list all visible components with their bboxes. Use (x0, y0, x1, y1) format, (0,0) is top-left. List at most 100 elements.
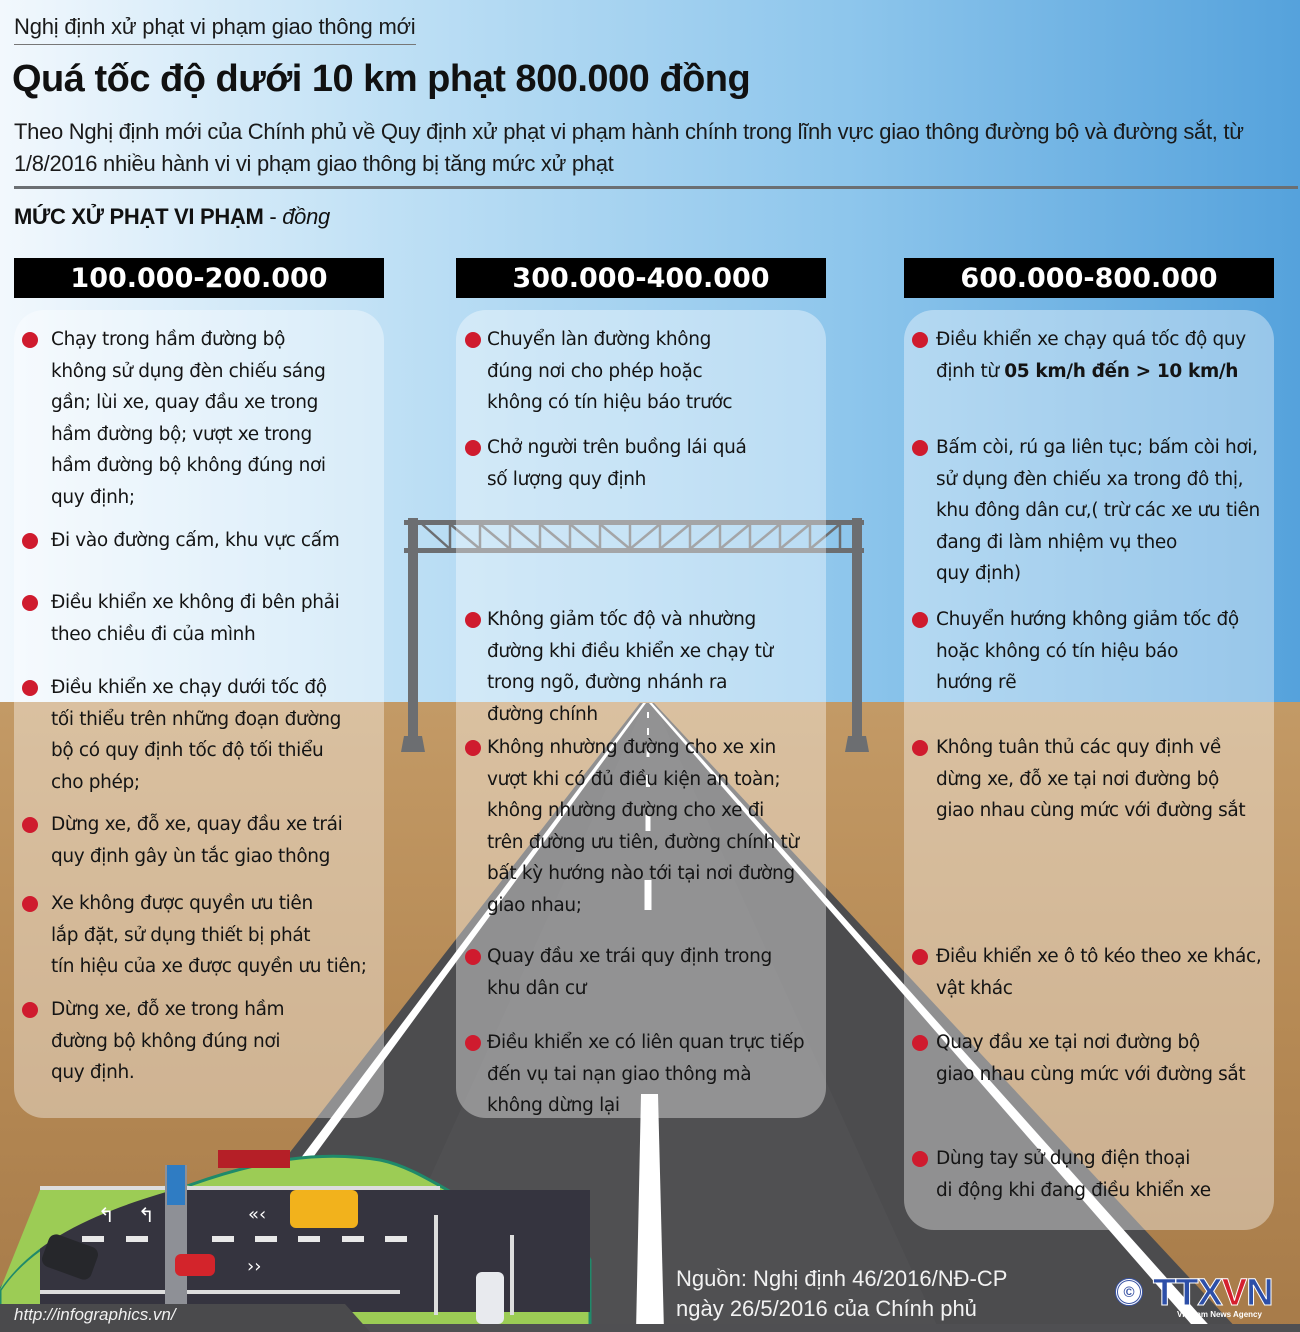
item-line: gần; lùi xe, quay đầu xe trong (51, 392, 319, 413)
violation-item: Dừng xe, đỗ xe trong hầm đường bộ không … (51, 994, 285, 1089)
violation-item: Xe không được quyền ưu tiên lắp đặt, sử … (51, 888, 367, 983)
item-line: đến vụ tai nạn giao thông mà (487, 1063, 752, 1085)
red-dot-icon (912, 612, 928, 628)
item-line: đường bộ không đúng nơi (51, 1030, 281, 1052)
item-line: Quay đầu xe trái quy định trong (487, 946, 772, 967)
red-dot-icon (912, 332, 928, 348)
violation-item: Điều khiển xe chạy quá tốc độ quy định t… (936, 324, 1246, 387)
logo-text-n: N (1246, 1272, 1274, 1315)
item-line: bộ có quy định tốc độ tối thiểu (51, 740, 324, 761)
item-line: không nhường đường cho xe đi (487, 800, 764, 821)
svg-text:››: ›› (247, 1256, 261, 1277)
red-dot-icon (465, 612, 481, 628)
item-line: hướng rẽ (936, 672, 1017, 693)
item-line: trong ngõ, đường nhánh ra (487, 672, 728, 693)
violation-item: Không giảm tốc độ và nhường đường khi đi… (487, 604, 773, 730)
red-dot-icon (22, 1002, 38, 1018)
item-line: lắp đặt, sử dụng thiết bị phát (51, 924, 311, 946)
item-line: Bấm còi, rú ga liên tục; bấm còi hơi, (936, 437, 1258, 458)
source-line-1: Nguồn: Nghị định 46/2016/NĐ-CP (676, 1266, 1008, 1291)
item-line: không dừng lại (487, 1095, 620, 1116)
item-line: giao nhau cùng mức với đường sắt (936, 1063, 1246, 1085)
red-dot-icon (22, 680, 38, 696)
item-line: bất kỳ hướng nào tới tại nơi đường (487, 863, 795, 884)
red-dot-icon (465, 332, 481, 348)
section-label-dash: - (269, 204, 283, 229)
red-dot-icon (22, 817, 38, 833)
item-line: dừng xe, đỗ xe tại nơi đường bộ (936, 768, 1219, 790)
center-lane-dashes (636, 712, 664, 1332)
red-dot-icon (22, 332, 38, 348)
item-line: sử dụng đèn chiếu xa trong đô thị, (936, 468, 1244, 490)
tier-header-2: 300.000-400.000 (456, 258, 826, 298)
logo-text-ttx: TTX (1153, 1272, 1224, 1315)
tier-card-2 (456, 310, 826, 1118)
red-dot-icon (912, 440, 928, 456)
red-dot-icon (465, 440, 481, 456)
item-line: đường khi điều khiển xe chạy từ (487, 640, 773, 662)
item-line: di động khi đang điều khiển xe (936, 1179, 1211, 1201)
violation-item: Không tuân thủ các quy định về dừng xe, … (936, 732, 1246, 827)
tier-header-1: 100.000-200.000 (14, 258, 384, 298)
violation-item: Bấm còi, rú ga liên tục; bấm còi hơi, sử… (936, 432, 1260, 590)
section-label-title: MỨC XỬ PHẠT VI PHẠM (14, 204, 264, 229)
svg-text:«‹: «‹ (248, 1204, 266, 1225)
overhead-gantry (401, 518, 869, 752)
item-line: Dừng xe, đỗ xe, quay đầu xe trái (51, 814, 343, 835)
item-line: quy định. (51, 1062, 135, 1083)
item-line: Xe không được quyền ưu tiên (51, 893, 313, 914)
item-line: Đi vào đường cấm, khu vực cấm (51, 530, 340, 551)
item-line: Không nhường đường cho xe xin (487, 737, 776, 758)
source-line-2: ngày 26/5/2016 của Chính phủ (676, 1296, 977, 1321)
red-dot-icon (22, 595, 38, 611)
logo-text-v: V (1221, 1272, 1247, 1315)
violation-item: Quay đầu xe tại nơi đường bộ giao nhau c… (936, 1027, 1246, 1090)
item-line: đang đi làm nhiệm vụ theo (936, 531, 1177, 553)
violation-item: Chở người trên buồng lái quá số lượng qu… (487, 432, 747, 495)
svg-text:↰: ↰ (98, 1203, 115, 1227)
tier-header-3: 600.000-800.000 (904, 258, 1274, 298)
item-line: quy định gây ùn tắc giao thông (51, 845, 331, 867)
red-dot-icon (465, 1035, 481, 1051)
red-dot-icon (912, 949, 928, 965)
page-title: Quá tốc độ dưới 10 km phạt 800.000 đồng (12, 58, 751, 100)
item-line: tín hiệu của xe được quyền ưu tiên; (51, 956, 367, 977)
item-line: Không tuân thủ các quy định về (936, 737, 1221, 758)
street-illustration: «‹ ›› ↰ ↰ (0, 1150, 592, 1332)
red-dot-icon (22, 533, 38, 549)
item-line: số lượng quy định (487, 468, 647, 490)
source-citation: Nguồn: Nghị định 46/2016/NĐ-CP ngày 26/5… (676, 1264, 1007, 1324)
speed-range-emphasis: 05 km/h đến > 10 km/h (1004, 360, 1239, 382)
item-line: Quay đầu xe tại nơi đường bộ (936, 1032, 1200, 1053)
item-line: không có tín hiệu báo trước (487, 392, 733, 413)
violation-item: Đi vào đường cấm, khu vực cấm (51, 525, 340, 557)
svg-text:↰: ↰ (138, 1203, 155, 1227)
section-label-unit: đồng (282, 204, 330, 229)
header-divider (14, 186, 1298, 189)
red-dot-icon (465, 949, 481, 965)
bottom-strip (0, 1324, 1300, 1332)
section-label: MỨC XỬ PHẠT VI PHẠM - đồng (14, 204, 330, 230)
violation-item: Điều khiển xe ô tô kéo theo xe khác, vật… (936, 941, 1262, 1004)
logo-tagline: Vietnam News Agency (1177, 1310, 1262, 1319)
violation-item: Điều khiển xe chạy dưới tốc độ tối thiểu… (51, 672, 341, 798)
item-line: Chuyển làn đường không (487, 329, 712, 350)
item-line: hầm đường bộ; vượt xe trong (51, 423, 312, 445)
item-line: Điều khiển xe ô tô kéo theo xe khác, (936, 946, 1262, 967)
logo-wordmark: TTXVN (1153, 1272, 1275, 1315)
ttxvn-logo: © TTXVN Vietnam News Agency (1115, 1272, 1295, 1322)
sky-background (0, 0, 1300, 702)
item-line: không sử dụng đèn chiếu sáng (51, 360, 326, 382)
violation-item: Điều khiển xe có liên quan trực tiếp đến… (487, 1027, 805, 1122)
red-dot-icon (912, 740, 928, 756)
violation-item: Chuyển làn đường không đúng nơi cho phép… (487, 324, 733, 419)
item-line: Chở người trên buồng lái quá (487, 437, 747, 458)
item-line: vật khác (936, 977, 1013, 999)
item-line: đúng nơi cho phép hoặc (487, 360, 703, 382)
item-line: Không giảm tốc độ và nhường (487, 609, 756, 630)
copyright-icon: © (1115, 1278, 1143, 1306)
item-line: Điều khiển xe không đi bên phải (51, 592, 340, 613)
source-url-link[interactable]: http://infographics.vn/ (14, 1305, 176, 1324)
violation-item: Chạy trong hầm đường bộ không sử dụng đè… (51, 324, 326, 513)
